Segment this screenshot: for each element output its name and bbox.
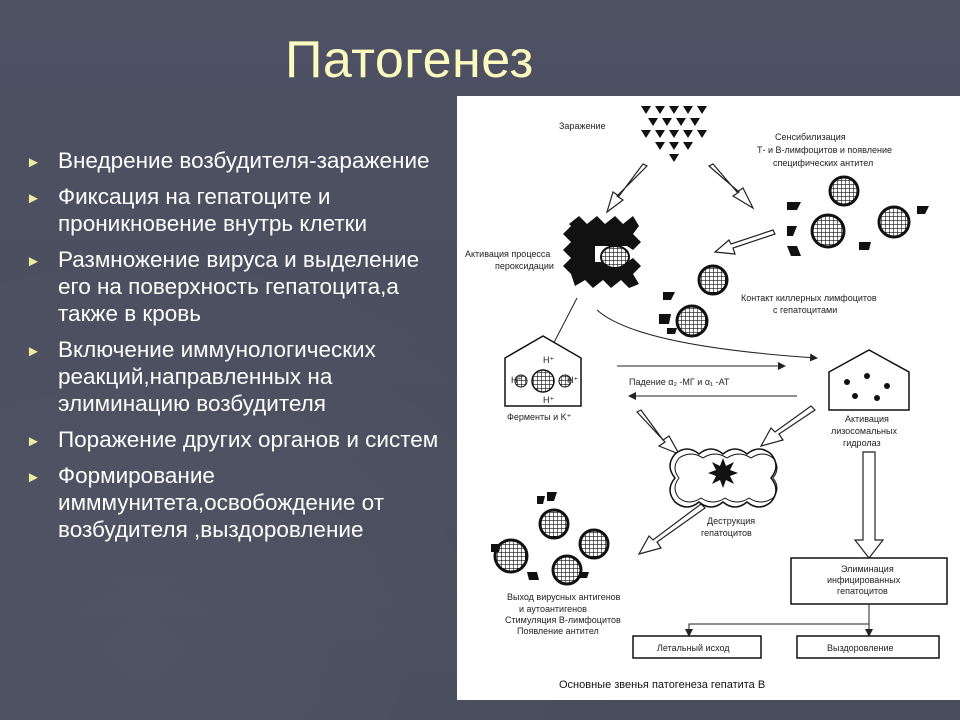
label-killer-contact: с гепатоцитами [773,305,837,315]
bullet-item: ► Размножение вируса и выделение его на п… [26,246,446,327]
label-lethal: Летальный исход [657,643,730,653]
label-enzymes: Ферменты и K⁺ [507,412,572,422]
hollow-arrows-mid [636,405,816,555]
virus-particles [641,106,707,162]
release-line: Стимуляция В-лимфоцитов [505,615,621,625]
label-destruction: Деструкция [707,516,755,526]
destruction-cell [669,448,778,508]
label-elimination: Элиминация [841,564,894,574]
release-line: Выход вирусных антигенов [507,592,621,602]
bullet-arrow-icon: ► [26,154,41,171]
bullet-item: ► Фиксация на гепатоците и проникновение … [26,183,446,237]
diagram-svg: Заражение Сенсибилизация Т- и В-лимфоцит… [465,106,948,691]
lethal-box [632,635,762,659]
label-h-plus: H⁺ [567,375,578,385]
label-killer-contact: Контакт киллерных лимфоцитов [741,293,877,303]
bullet-text: Фиксация на гепатоците и проникновение в… [58,184,368,236]
cell-enzymes [504,335,582,407]
lysosomal-cell [828,349,910,411]
lymphocyte-cells [659,175,929,338]
slide-title: Патогенез [285,31,534,89]
label-peroxidation: Активация процесса [465,249,550,259]
bullet-arrow-icon: ► [26,469,41,486]
bullet-arrow-icon: ► [26,190,41,207]
infected-hepatocyte [563,216,641,288]
label-elimination: гепатоцитов [837,586,888,596]
arrow-down-left [605,163,649,214]
label-lysosomal: гидролаз [843,438,881,448]
release-line: и аутоантигенов [519,604,587,614]
label-h-plus: H⁺ [511,375,522,385]
bullet-text: Размножение вируса и выделение его на по… [58,247,420,326]
label-h-plus: H⁺ [543,395,554,405]
bullet-arrow-icon: ► [26,343,41,360]
release-line: Появление антител [517,626,599,636]
arrow-down-right [707,163,755,210]
diagram-caption: Основные звенья патогенеза гепатита В [559,679,765,691]
label-infection: Заражение [559,121,605,131]
arrow-to-elimination [853,451,885,559]
bullet-list: ► Внедрение возбудителя-заражение ► Фиксац… [26,147,446,552]
bullet-arrow-icon: ► [26,253,41,270]
label-elimination: инфицированных [827,575,901,585]
label-lysosomal: лизосомальных [831,426,897,436]
sensitization-line: Т- и В-лимфоцитов и появление [757,145,892,155]
sensitization-line: Сенсибилизация [775,132,846,142]
bullet-item: ► Внедрение возбудителя-заражение [26,147,446,174]
recovery-box [796,635,940,659]
outcome-connectors [685,604,873,637]
pathogenesis-diagram: Заражение Сенсибилизация Т- и В-лимфоцит… [457,96,960,700]
bullet-item: ► Включение иммунологических реакций,напр… [26,336,446,417]
label-sensitization: Сенсибилизация Т- и В-лимфоцитов и появл… [757,132,892,168]
released-cells [491,492,610,586]
label-release: Выход вирусных антигенов и аутоантигенов… [505,592,621,636]
label-h-plus: H⁺ [543,355,554,365]
bullet-text: Поражение других органов и систем [58,427,439,452]
label-recovery: Выздоровление [827,643,894,653]
hollow-arrows [605,163,776,255]
bullet-text: Внедрение возбудителя-заражение [58,148,430,173]
bullet-text: Формирование имммунитета,освобождение от… [58,463,385,542]
label-peroxidation: пероксидации [495,261,554,271]
arrow-to-cell [713,229,776,255]
bullet-item: ► Поражение других органов и систем [26,426,446,453]
bullet-text: Включение иммунологических реакций,напра… [58,337,376,416]
label-destruction: гепатоцитов [701,528,752,538]
bullet-arrow-icon: ► [26,433,41,450]
sensitization-line: специфических антител [773,158,873,168]
label-decrease: Падение α₂ -МГ и α₁ -АТ [629,377,730,387]
label-lysosomal: Активация [845,414,889,424]
bullet-item: ► Формирование имммунитета,освобождение о… [26,462,446,543]
